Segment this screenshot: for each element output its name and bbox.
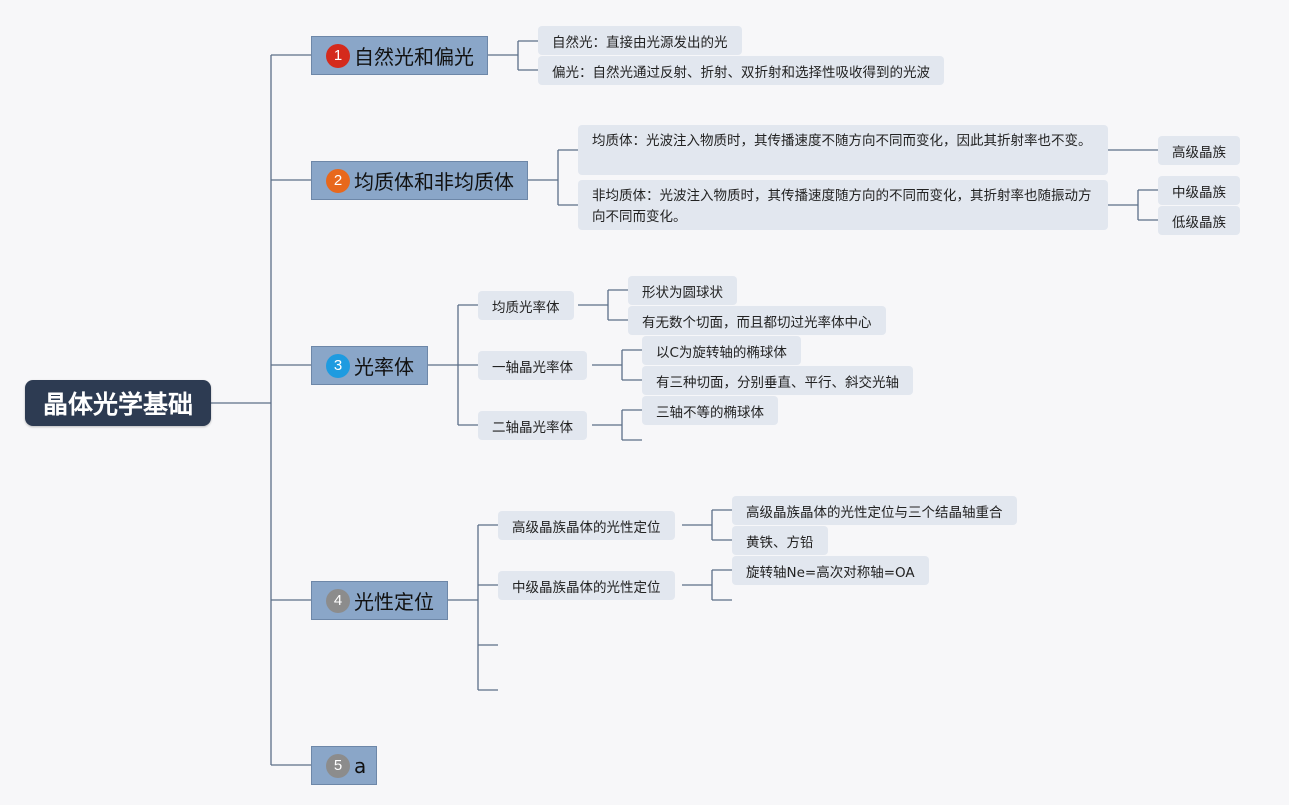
- subtopic-label: 高级晶族晶体的光性定位: [512, 519, 661, 536]
- root-label: 晶体光学基础: [42, 390, 193, 419]
- leaf-rotation-axis[interactable]: 旋转轴Ne=高次对称轴=OA: [732, 556, 929, 585]
- topic-label: 光率体: [354, 355, 414, 379]
- subtopic-label: 二轴晶光率体: [492, 419, 573, 436]
- subtopic-label: 均质光率体: [492, 299, 560, 316]
- root-node[interactable]: 晶体光学基础: [25, 380, 211, 426]
- leaf-label: 高级晶族: [1172, 144, 1226, 161]
- leaf-coincide-crystal-axes[interactable]: 高级晶族晶体的光性定位与三个结晶轴重合: [732, 496, 1017, 525]
- subtopic-uniaxial-indicatrix[interactable]: 一轴晶光率体: [478, 351, 587, 380]
- leaf-label: 有无数个切面，而且都切过光率体中心: [642, 314, 872, 331]
- leaf-sphere-shape[interactable]: 形状为圆球状: [628, 276, 737, 305]
- topic-label: 光性定位: [354, 590, 434, 614]
- subtopic-isotropic[interactable]: 均质体：光波注入物质时，其传播速度不随方向不同而变化，因此其折射率也不变。: [578, 125, 1108, 175]
- leaf-ellipsoid-c-axis[interactable]: 以C为旋转轴的椭球体: [642, 336, 801, 365]
- subtopic-biaxial-indicatrix[interactable]: 二轴晶光率体: [478, 411, 587, 440]
- topic-indicatrix[interactable]: 3 光率体: [311, 346, 428, 385]
- subtopic-high-family-orientation[interactable]: 高级晶族晶体的光性定位: [498, 511, 675, 540]
- leaf-label: 以C为旋转轴的椭球体: [656, 344, 787, 361]
- number-badge-icon: 4: [326, 588, 350, 613]
- leaf-middle-crystal-family[interactable]: 中级晶族: [1158, 176, 1240, 205]
- topic-a[interactable]: 5 a: [311, 746, 377, 785]
- number-badge-icon: 1: [326, 43, 350, 68]
- leaf-high-crystal-family[interactable]: 高级晶族: [1158, 136, 1240, 165]
- subtopic-middle-family-orientation[interactable]: 中级晶族晶体的光性定位: [498, 571, 675, 600]
- subtopic-polarized-light[interactable]: 偏光：自然光通过反射、折射、双折射和选择性吸收得到的光波: [538, 56, 944, 85]
- topic-isotropic-anisotropic[interactable]: 2 均质体和非均质体: [311, 161, 528, 200]
- number-badge-icon: 2: [326, 168, 350, 193]
- topic-natural-and-polarized-light[interactable]: 1 自然光和偏光: [311, 36, 488, 75]
- subtopic-label: 均质体：光波注入物质时，其传播速度不随方向不同而变化，因此其折射率也不变。: [592, 133, 1092, 149]
- leaf-label: 黄铁、方铅: [746, 534, 814, 551]
- subtopic-anisotropic[interactable]: 非均质体：光波注入物质时，其传播速度随方向的不同而变化，其折射率也随振动方向不同…: [578, 180, 1108, 230]
- number-badge-icon: 5: [326, 753, 350, 778]
- subtopic-label: 自然光：直接由光源发出的光: [552, 34, 728, 51]
- leaf-label: 高级晶族晶体的光性定位与三个结晶轴重合: [746, 504, 1003, 521]
- leaf-label: 中级晶族: [1172, 184, 1226, 201]
- leaf-label: 有三种切面，分别垂直、平行、斜交光轴: [656, 374, 899, 391]
- leaf-three-sections[interactable]: 有三种切面，分别垂直、平行、斜交光轴: [642, 366, 913, 395]
- subtopic-label: 一轴晶光率体: [492, 359, 573, 376]
- subtopic-isotropic-indicatrix[interactable]: 均质光率体: [478, 291, 574, 320]
- subtopic-natural-light[interactable]: 自然光：直接由光源发出的光: [538, 26, 742, 55]
- leaf-label: 形状为圆球状: [642, 284, 723, 301]
- leaf-pyrite-galena[interactable]: 黄铁、方铅: [732, 526, 828, 555]
- topic-label: 自然光和偏光: [354, 45, 474, 69]
- subtopic-label: 非均质体：光波注入物质时，其传播速度随方向的不同而变化，其折射率也随振动方向不同…: [592, 188, 1092, 225]
- topic-optical-orientation[interactable]: 4 光性定位: [311, 581, 448, 620]
- leaf-triaxial-ellipsoid[interactable]: 三轴不等的椭球体: [642, 396, 778, 425]
- leaf-label: 旋转轴Ne=高次对称轴=OA: [746, 564, 915, 581]
- leaf-infinite-sections[interactable]: 有无数个切面，而且都切过光率体中心: [628, 306, 886, 335]
- leaf-low-crystal-family[interactable]: 低级晶族: [1158, 206, 1240, 235]
- leaf-label: 低级晶族: [1172, 214, 1226, 231]
- topic-label: a: [354, 753, 367, 778]
- topic-label: 均质体和非均质体: [354, 170, 514, 194]
- leaf-label: 三轴不等的椭球体: [656, 404, 764, 421]
- subtopic-label: 中级晶族晶体的光性定位: [512, 579, 661, 596]
- number-badge-icon: 3: [326, 353, 350, 378]
- subtopic-label: 偏光：自然光通过反射、折射、双折射和选择性吸收得到的光波: [552, 64, 930, 81]
